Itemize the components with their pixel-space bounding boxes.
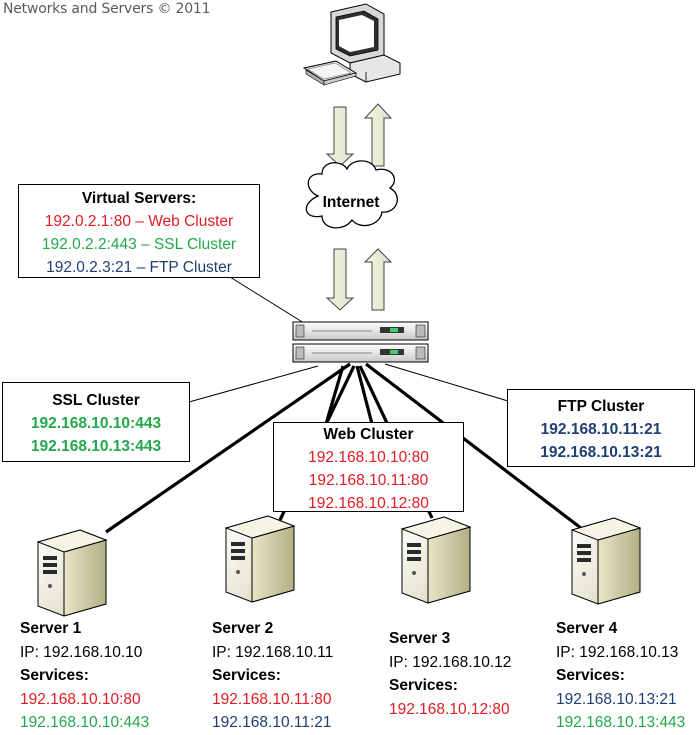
server-name: Server 1 [20, 620, 82, 637]
service-entry: 192.168.10.11:80 [212, 690, 332, 708]
arrow-up-lower [363, 248, 393, 311]
server-1-label: Server 1 IP: 192.168.10.10 Services: 192… [20, 617, 149, 735]
web-cluster-member: 192.168.10.12:80 [308, 495, 429, 512]
server-2-tower-icon [224, 515, 296, 603]
server-2-label: Server 2 IP: 192.168.10.11 Services: 192… [212, 617, 333, 735]
service-entry: 192.168.10.10:80 [20, 690, 141, 708]
server-3-label: Server 3 IP: 192.168.10.12 Services: 192… [389, 627, 511, 721]
web-cluster-box: Web Cluster 192.168.10.10:80 192.168.10.… [273, 422, 464, 512]
web-cluster-title: Web Cluster [323, 426, 414, 443]
ssl-cluster-member: 192.168.10.10:443 [30, 415, 162, 432]
uplink-lines [105, 362, 595, 540]
internet-label: Internet [322, 194, 380, 211]
services-label: Services: [556, 667, 625, 684]
services-label: Services: [20, 667, 89, 684]
server-1-tower-icon [36, 529, 108, 617]
service-entry: 192.168.10.11:21 [212, 714, 332, 731]
arrow-up-upper [363, 103, 393, 167]
services-label: Services: [212, 667, 281, 684]
server-ip: IP: 192.168.10.12 [389, 653, 512, 671]
ftp-cluster-member: 192.168.10.11:21 [540, 421, 662, 438]
virtual-server-ftp: 192.0.2.3:21 – FTP Cluster [46, 259, 232, 276]
ssl-cluster-title: SSL Cluster [52, 392, 140, 409]
web-cluster-member: 192.168.10.11:80 [308, 472, 429, 489]
server-name: Server 4 [556, 620, 618, 637]
virtual-servers-title: Virtual Servers: [81, 190, 197, 207]
ssl-cluster-member: 192.168.10.13:443 [30, 438, 162, 455]
server-4-label: Server 4 IP: 192.168.10.13 Services: 192… [556, 617, 685, 735]
service-entry: 192.168.10.13:21 [556, 690, 677, 708]
internet-cloud-icon [305, 160, 398, 229]
copyright-text: Networks and Servers © 2011 [3, 1, 211, 17]
ftp-cluster-title: FTP Cluster [557, 398, 645, 415]
server-ip: IP: 192.168.10.11 [212, 643, 334, 661]
virtual-servers-box: Virtual Servers: 192.0.2.1:80 – Web Clus… [18, 184, 260, 278]
arrow-down-upper [325, 106, 355, 167]
server-4-tower-icon [570, 517, 642, 605]
load-balancer-icon [292, 321, 429, 363]
ssl-cluster-box: SSL Cluster 192.168.10.10:443 192.168.10… [2, 382, 190, 462]
server-ip: IP: 192.168.10.13 [556, 643, 679, 661]
server-name: Server 2 [212, 620, 274, 637]
arrow-down-lower [325, 248, 355, 311]
virtual-server-web: 192.0.2.1:80 – Web Cluster [44, 213, 234, 230]
service-entry: 192.168.10.12:80 [389, 700, 510, 718]
server-3-tower-icon [400, 516, 472, 604]
web-cluster-member: 192.168.10.10:80 [308, 449, 429, 466]
service-entry: 192.168.10.10:443 [20, 714, 150, 731]
service-entry: 192.168.10.13:443 [556, 714, 686, 731]
ftp-cluster-box: FTP Cluster 192.168.10.11:21 192.168.10.… [507, 389, 695, 467]
services-label: Services: [389, 677, 458, 694]
virtual-server-ssl: 192.0.2.2:443 – SSL Cluster [41, 236, 237, 253]
server-ip: IP: 192.168.10.10 [20, 643, 143, 661]
server-name: Server 3 [389, 630, 451, 647]
client-computer-icon [302, 3, 401, 86]
ftp-cluster-member: 192.168.10.13:21 [540, 444, 662, 461]
